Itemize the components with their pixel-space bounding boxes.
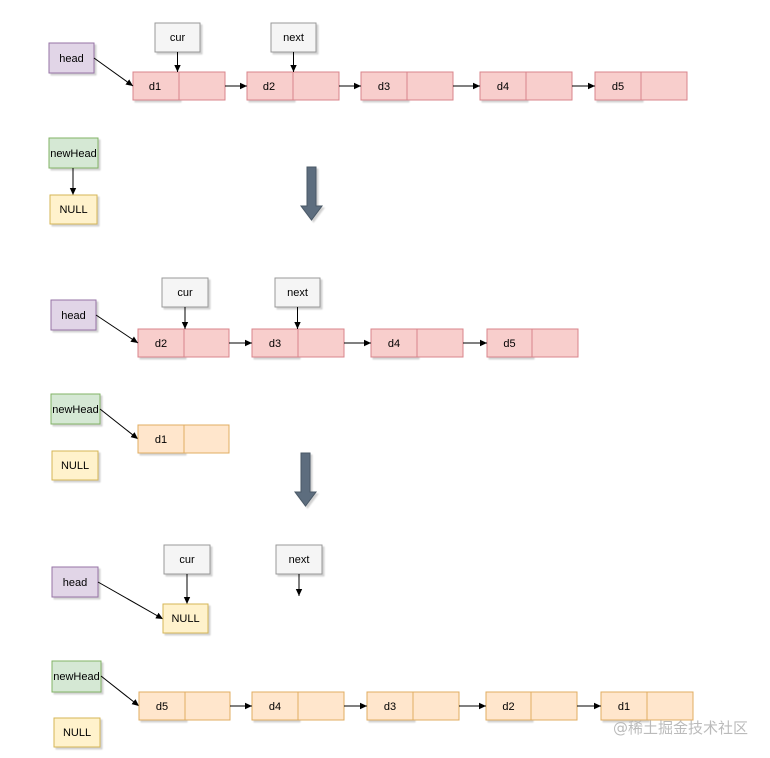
cur-pointer: cur [154, 22, 201, 53]
next-label: next [287, 287, 308, 299]
node-value: d4 [497, 81, 509, 93]
newhead-box: newHead [51, 660, 102, 693]
node-value: d2 [263, 81, 275, 93]
cur-pointer: cur [161, 277, 209, 308]
null-label: NULL [171, 613, 199, 625]
next-pointer: next [274, 277, 321, 308]
node-value: d3 [269, 338, 281, 350]
null-label: NULL [61, 460, 89, 472]
node-d5-reversed: d5 [138, 691, 231, 721]
node-value: d5 [156, 701, 168, 713]
node-d3-reversed: d3 [366, 691, 460, 721]
head-to-d2-arrow [95, 314, 139, 344]
node-d3: d3 [360, 71, 454, 101]
null-box: NULL [53, 717, 101, 748]
node-d4: d4 [370, 328, 464, 358]
newhead-box: newHead [50, 393, 101, 425]
newhead-label: newHead [53, 671, 99, 683]
stage-2: head cur next d2 d3 d4 d5 [50, 277, 579, 481]
stage-1: head cur next d1 d2 d3 d4 [48, 22, 688, 225]
null-box: NULL [49, 194, 98, 225]
newhead-to-d1-arrow [99, 408, 139, 440]
stage-3: head cur next NULL newHead d5 [51, 544, 694, 748]
null-box: NULL [51, 450, 99, 481]
node-value: d4 [269, 701, 281, 713]
node-value: d2 [155, 338, 167, 350]
next-pointer: next [270, 22, 317, 53]
node-value: d3 [378, 81, 390, 93]
head-box: head [51, 566, 99, 598]
next-pointer: next [275, 544, 323, 575]
null-label: NULL [63, 727, 91, 739]
node-value: d1 [618, 701, 630, 713]
cur-pointer: cur [163, 544, 211, 575]
node-d1-reversed: d1 [137, 424, 230, 454]
next-label: next [283, 32, 304, 44]
step-down-arrow [300, 166, 323, 221]
node-value: d3 [384, 701, 396, 713]
cur-label: cur [177, 287, 193, 299]
node-d5: d5 [486, 328, 579, 358]
node-d1: d1 [132, 71, 226, 101]
head-to-d1-arrow [93, 57, 134, 87]
newhead-to-d5-arrow [100, 675, 140, 707]
null-label: NULL [59, 204, 87, 216]
node-value: d1 [155, 434, 167, 446]
node-value: d5 [612, 81, 624, 93]
next-label: next [289, 554, 310, 566]
node-d2: d2 [137, 328, 230, 358]
head-box: head [50, 299, 97, 331]
node-value: d1 [149, 81, 161, 93]
newhead-box: newHead [48, 137, 99, 169]
node-value: d4 [388, 338, 400, 350]
node-d5: d5 [594, 71, 688, 101]
head-label: head [59, 53, 83, 65]
step-down-arrow [294, 452, 317, 507]
node-value: d5 [503, 338, 515, 350]
node-d1-reversed: d1 [600, 691, 694, 721]
newhead-label: newHead [52, 404, 98, 416]
node-value: d2 [502, 701, 514, 713]
head-label: head [61, 310, 85, 322]
node-d3: d3 [251, 328, 345, 358]
head-label: head [63, 577, 87, 589]
cur-label: cur [179, 554, 195, 566]
head-to-null-arrow [97, 581, 164, 620]
node-d2: d2 [246, 71, 340, 101]
watermark: @稀土掘金技术社区 [613, 719, 748, 737]
node-d4: d4 [479, 71, 573, 101]
node-d4-reversed: d4 [251, 691, 345, 721]
node-d2-reversed: d2 [485, 691, 578, 721]
newhead-label: newHead [50, 148, 96, 160]
cur-label: cur [170, 32, 186, 44]
head-box: head [48, 42, 95, 74]
null-box: NULL [162, 603, 209, 634]
